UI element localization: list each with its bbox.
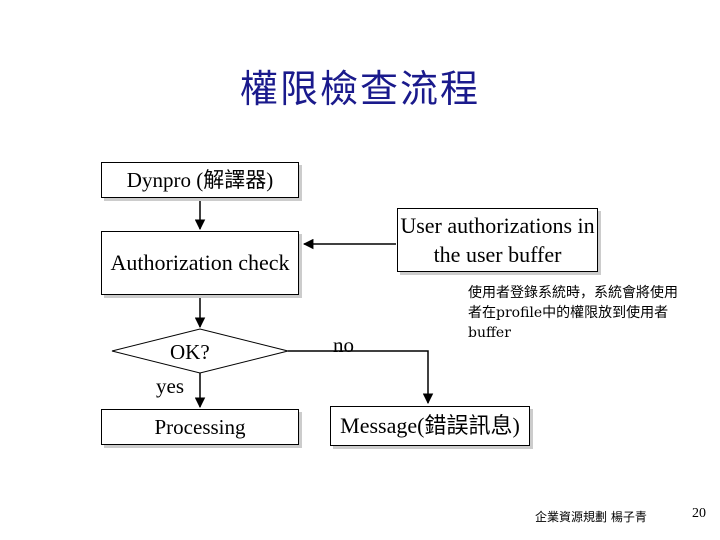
edge-label-no: no	[333, 333, 354, 357]
node-processing: Processing	[101, 409, 299, 445]
page-title: 權限檢查流程	[239, 67, 480, 111]
footer-author: 企業資源規劃 楊子青	[535, 510, 647, 524]
arrow-ok-to-message	[288, 350, 434, 405]
node-dynpro: Dynpro (解譯器)	[101, 162, 299, 198]
edge-label-yes: yes	[156, 374, 184, 398]
page-number: 20	[692, 506, 706, 521]
node-ok-decision-label: OK?	[170, 340, 210, 364]
node-user-authorizations: User authorizations in the user buffer	[397, 208, 598, 272]
node-message: Message(錯誤訊息)	[330, 406, 530, 446]
annotation-note: 使用者登錄系統時，系統會將使用者在profile中的權限放到使用者buffer	[468, 285, 678, 341]
node-authorization-check: Authorization check	[101, 231, 299, 295]
